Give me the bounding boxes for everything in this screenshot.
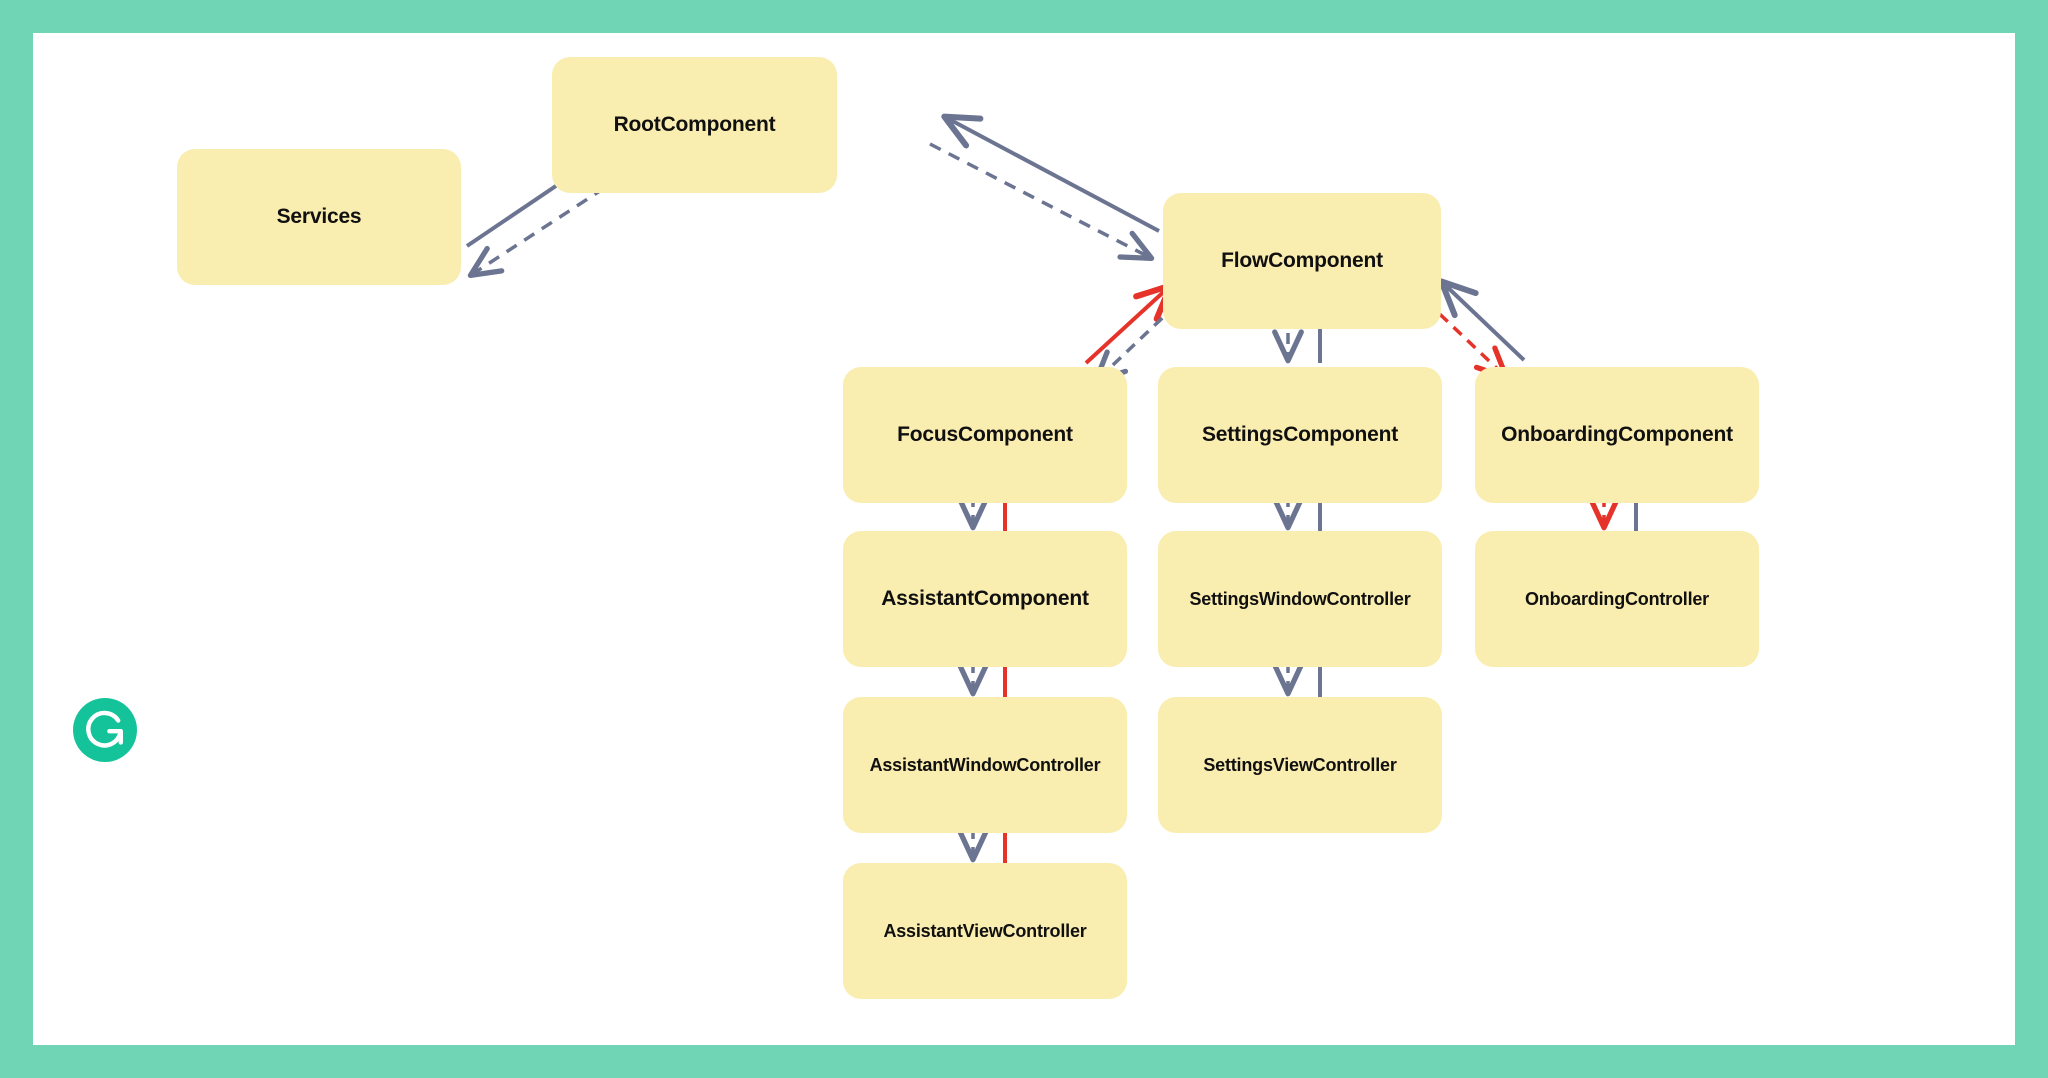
node-assistant-window-controller[interactable]: AssistantWindowController xyxy=(843,697,1127,833)
node-focus-component[interactable]: FocusComponent xyxy=(843,367,1127,503)
node-onboarding-component[interactable]: OnboardingComponent xyxy=(1475,367,1759,503)
diagram-canvas: Services RootComponent FlowComponent Foc… xyxy=(33,33,2015,1045)
node-settings-component[interactable]: SettingsComponent xyxy=(1158,367,1442,503)
grammarly-g-logo-icon xyxy=(73,698,137,762)
node-root-component[interactable]: RootComponent xyxy=(552,57,837,193)
edge-root-to-flow xyxy=(929,142,1155,261)
node-flow-component[interactable]: FlowComponent xyxy=(1163,193,1441,329)
node-settings-view-controller[interactable]: SettingsViewController xyxy=(1158,697,1442,833)
node-settings-window-controller[interactable]: SettingsWindowController xyxy=(1158,531,1442,667)
edge-flow-to-root xyxy=(941,113,1160,233)
node-assistant-view-controller[interactable]: AssistantViewController xyxy=(843,863,1127,999)
node-services[interactable]: Services xyxy=(177,149,461,285)
edge-onboarding-to-flow xyxy=(1438,278,1526,362)
node-onboarding-controller[interactable]: OnboardingController xyxy=(1475,531,1759,667)
node-assistant-component[interactable]: AssistantComponent xyxy=(843,531,1127,667)
